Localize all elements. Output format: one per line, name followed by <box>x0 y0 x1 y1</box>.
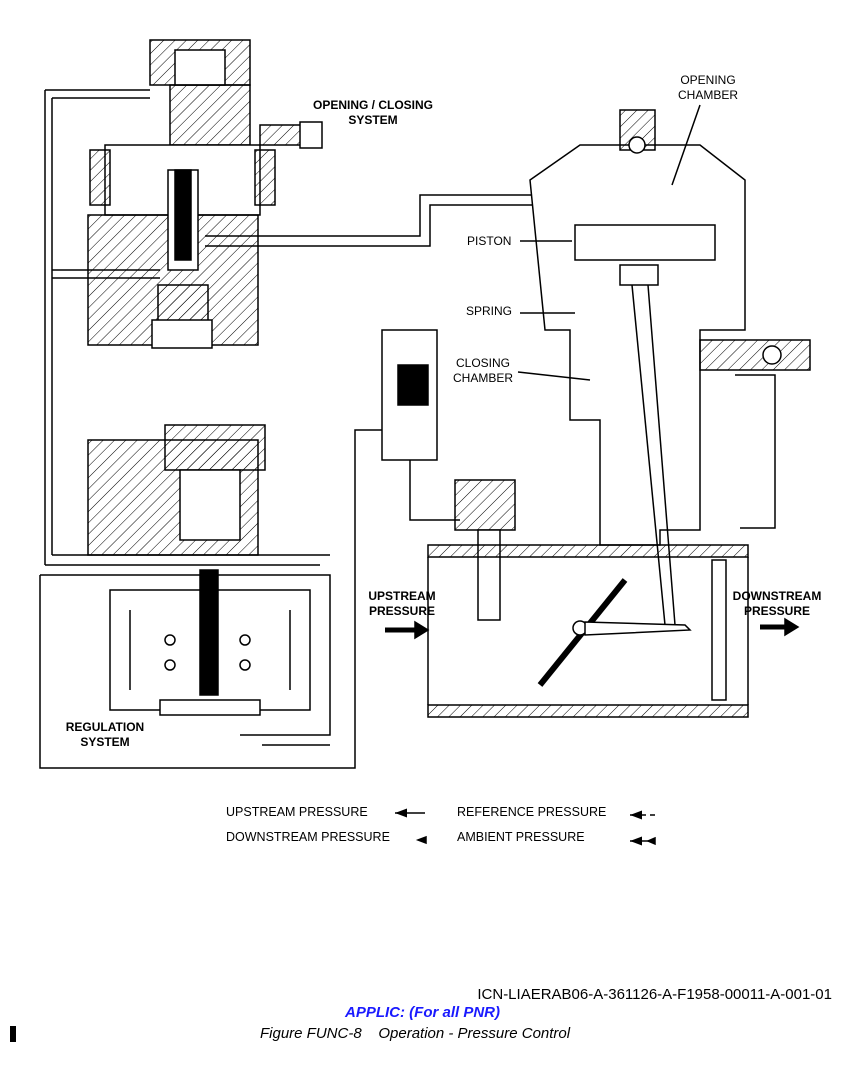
piston-label: PISTON <box>467 234 512 248</box>
figure-caption: Figure FUNC-8 Operation - Pressure Contr… <box>260 1025 571 1042</box>
label-line: DOWNSTREAM <box>732 589 822 603</box>
legend-downstream: DOWNSTREAM PRESSURE <box>226 830 390 844</box>
legend-ambient: AMBIENT PRESSURE <box>457 830 585 844</box>
main-duct <box>427 544 749 718</box>
change-bar <box>10 1026 16 1042</box>
legend-upstream: UPSTREAM PRESSURE <box>226 805 368 819</box>
label-line: REGULATION <box>65 720 145 734</box>
label-line: OPENING / CLOSING <box>312 98 433 112</box>
label-line: CHAMBER <box>452 371 513 385</box>
label-line: SYSTEM <box>80 735 130 749</box>
icn-reference: ICN-LIAERAB06-A-361126-A-F1958-00011-A-0… <box>477 986 832 1003</box>
label-line: CLOSING <box>455 356 510 370</box>
actuator <box>529 109 811 626</box>
label-line: SYSTEM <box>348 113 398 127</box>
spring-label: SPRING <box>466 304 513 318</box>
legend-reference: REFERENCE PRESSURE <box>457 805 607 819</box>
label-line: CHAMBER <box>677 88 738 102</box>
label-line: PRESSURE <box>368 604 436 618</box>
regulation-valve <box>87 424 311 716</box>
label-line: OPENING <box>680 73 736 87</box>
applic-link[interactable]: APPLIC: (For all PNR) <box>345 1004 501 1021</box>
label-line: UPSTREAM <box>368 589 436 603</box>
label-line: PRESSURE <box>743 604 811 618</box>
opening-closing-valve <box>87 39 323 349</box>
